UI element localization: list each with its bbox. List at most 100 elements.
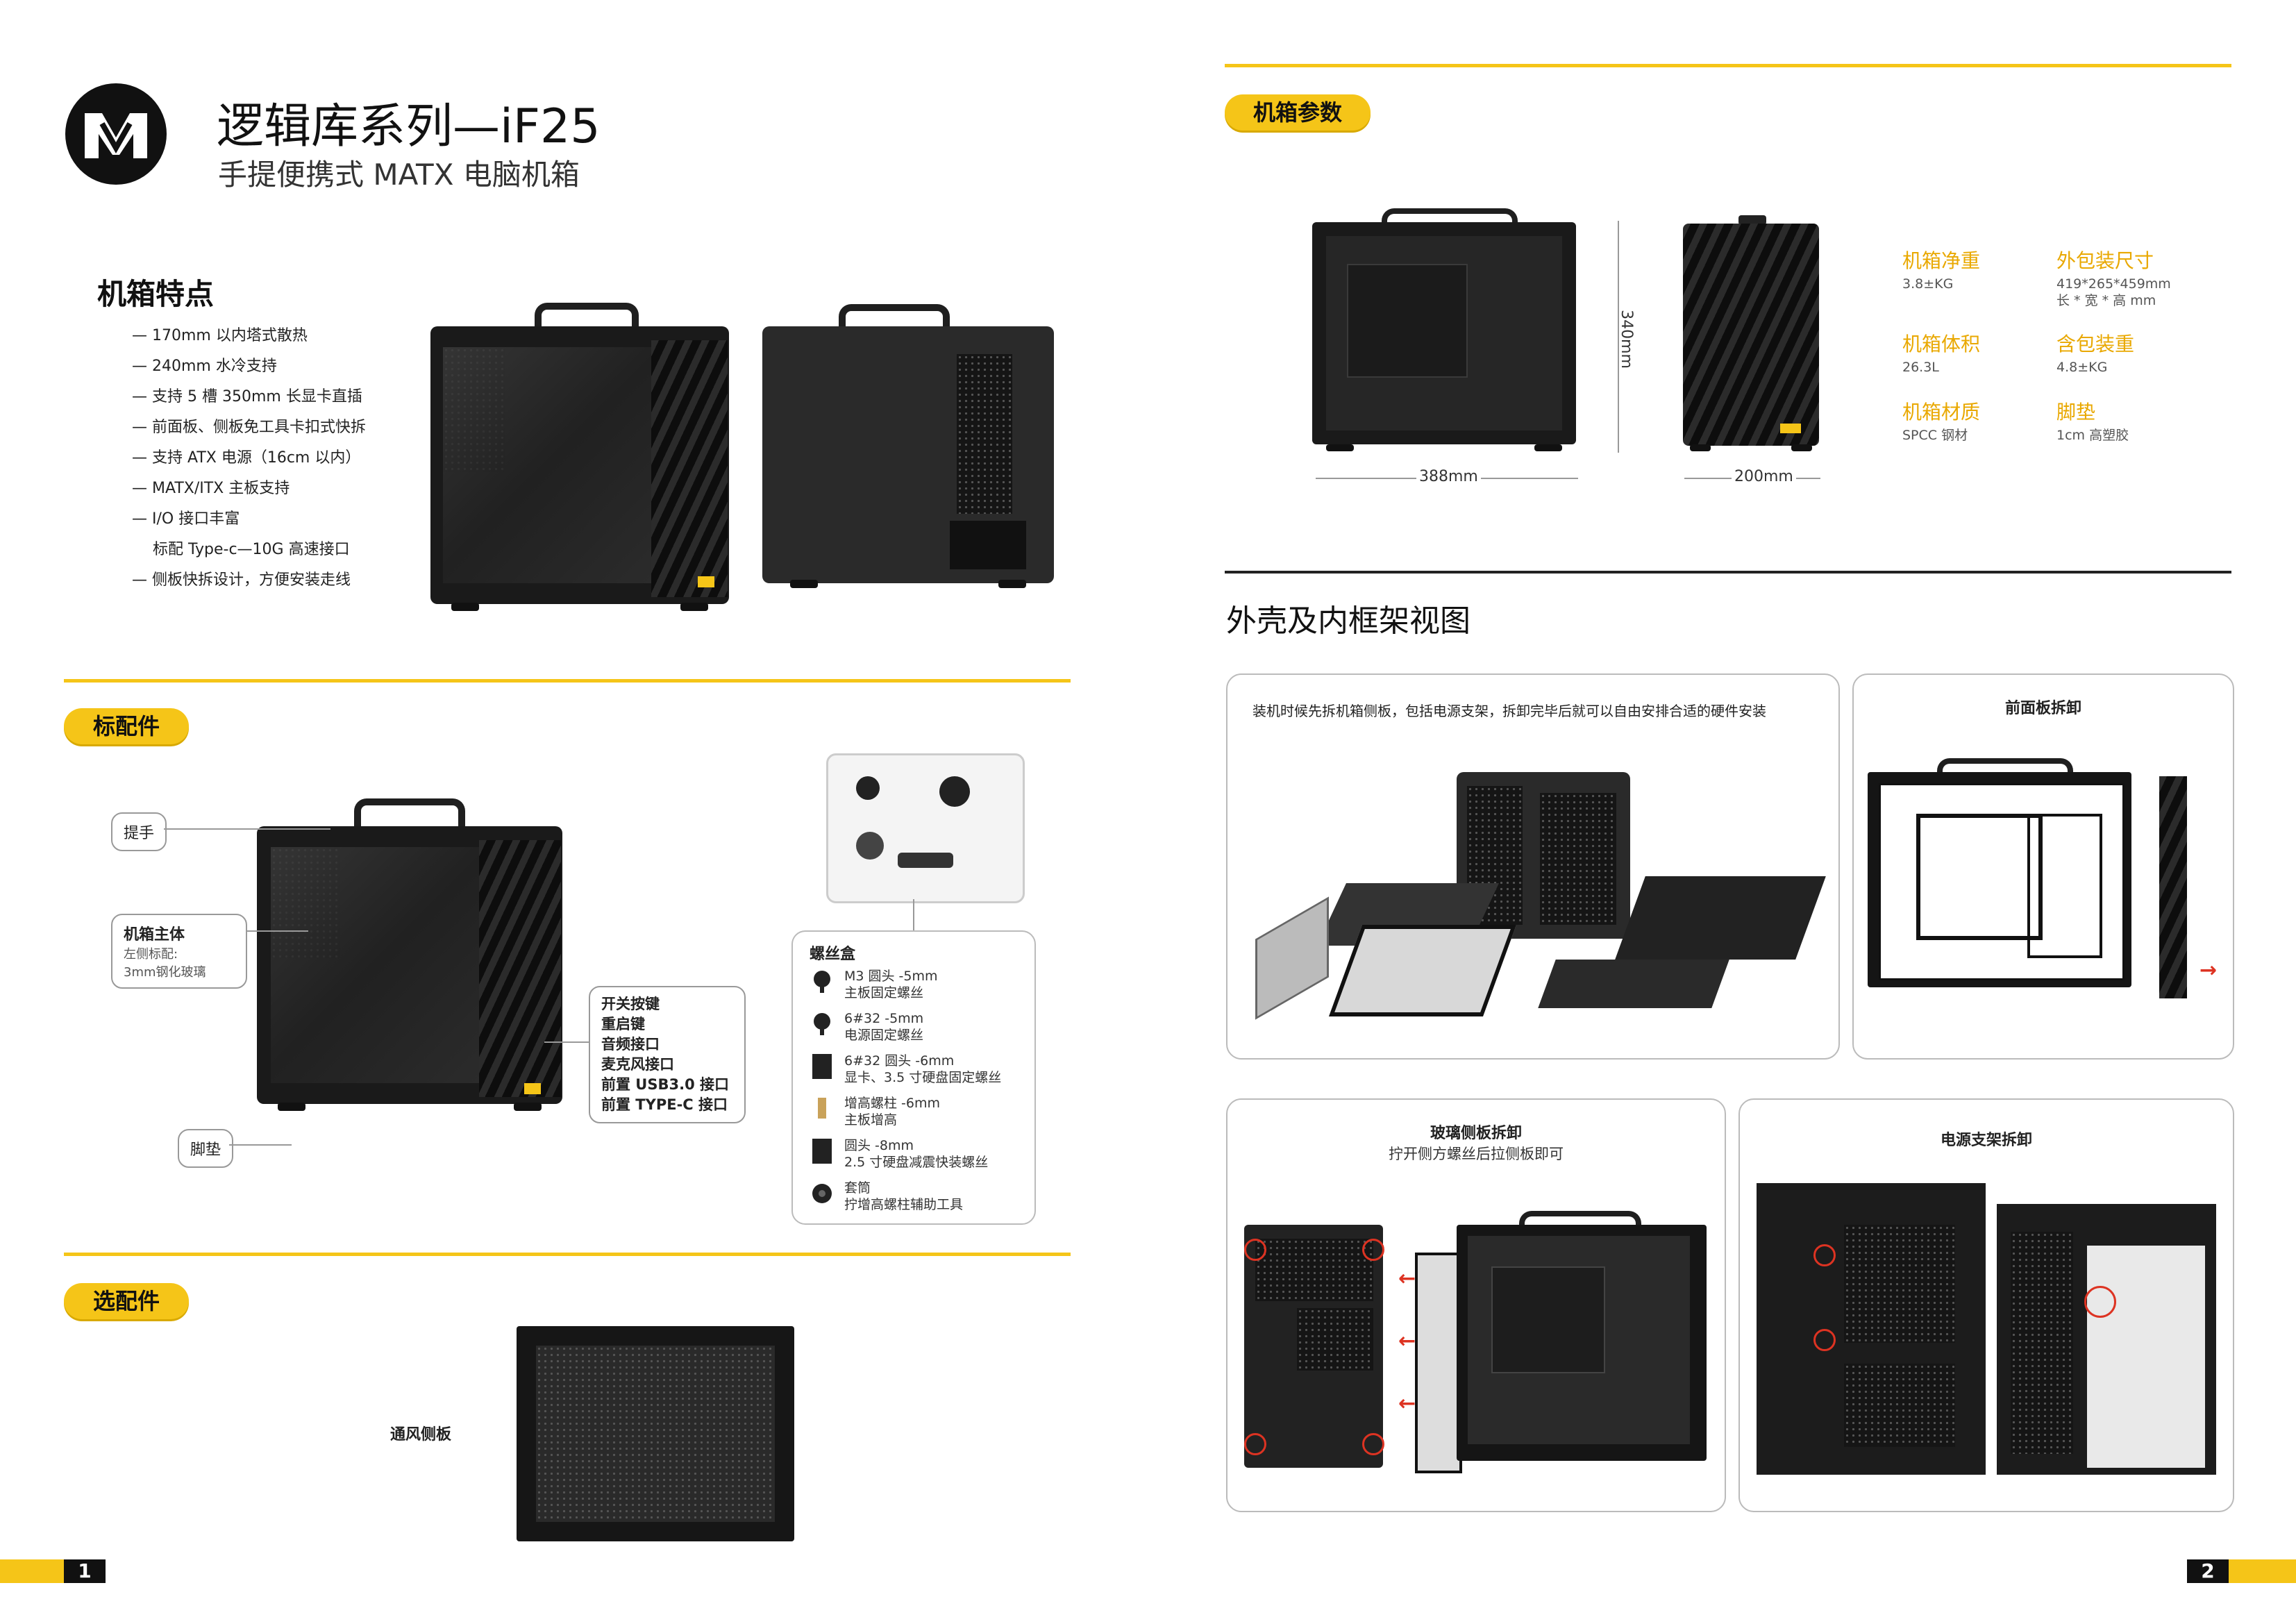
params-pill: 机箱参数 xyxy=(1225,94,1371,131)
optional-pill: 选配件 xyxy=(64,1283,189,1319)
leader-line xyxy=(544,1041,589,1043)
leader-line xyxy=(246,930,308,932)
panel-exploded-caption: 装机时候先拆机箱侧板，包括电源支架，拆卸完毕后就可以自由安排合适的硬件安装 xyxy=(1252,703,1766,719)
spec-value: 419*265*459mm xyxy=(2056,276,2171,292)
screw-spec: M3 圆头 -5mm xyxy=(844,969,938,984)
brand-title: 逻辑库系列—iF25 xyxy=(217,99,601,154)
section-rule xyxy=(64,679,1071,683)
spec-label: 含包装重 xyxy=(2056,333,2135,355)
feature-item: — 支持 5 槽 350mm 长显卡直插 xyxy=(132,388,362,405)
spec-value: 3.8±KG xyxy=(1902,276,1954,292)
dim-length: 388mm xyxy=(1416,468,1481,485)
screw-item: 6#32 -5mm 电源固定螺丝 xyxy=(808,1010,923,1044)
screw-marker xyxy=(2084,1286,2116,1318)
arrow-left-icon: ← xyxy=(1398,1266,1416,1291)
case-photo-rear xyxy=(762,299,1068,597)
feature-item: — 支持 ATX 电源（16cm 以内） xyxy=(132,449,361,467)
io-item: 前置 USB3.0 接口 xyxy=(601,1076,730,1093)
callout-feet: 脚垫 xyxy=(178,1129,234,1168)
page-footer-left xyxy=(0,1559,64,1583)
screw-marker xyxy=(1362,1433,1384,1455)
section-rule xyxy=(64,1253,1071,1256)
io-item: 麦克风接口 xyxy=(601,1056,674,1073)
callout-body-note2: 3mm钢化玻璃 xyxy=(124,965,206,980)
callout-handle-label: 提手 xyxy=(124,825,155,842)
arrow-left-icon: ← xyxy=(1398,1391,1416,1416)
spec-label: 机箱材质 xyxy=(1902,401,1981,424)
screw-use: 主板增高 xyxy=(844,1112,898,1128)
io-item: 开关按键 xyxy=(601,996,660,1012)
screw-box-photo xyxy=(826,753,1025,903)
panel-exploded: 装机时候先拆机箱侧板，包括电源支架，拆卸完毕后就可以自由安排合适的硬件安装 xyxy=(1226,673,1840,1060)
screw-icon xyxy=(808,1010,836,1038)
screw-marker xyxy=(1244,1239,1266,1261)
panel-glass-title: 玻璃侧板拆卸 xyxy=(1430,1125,1522,1142)
standoff-icon xyxy=(808,1095,836,1123)
feature-item: — 170mm 以内塔式散热 xyxy=(132,327,308,344)
feature-item: — 240mm 水冷支持 xyxy=(132,358,277,375)
screw-spec: 6#32 -5mm xyxy=(844,1011,924,1026)
feature-item: — 侧板快拆设计，方便安装走线 xyxy=(132,571,351,589)
io-item: 音频接口 xyxy=(601,1036,660,1053)
brand-logo xyxy=(64,82,168,186)
io-item: 重启键 xyxy=(601,1016,645,1032)
socket-icon xyxy=(808,1180,836,1207)
page-number-left: 1 xyxy=(64,1559,106,1583)
panel-front-removal: 前面板拆卸 → xyxy=(1852,673,2234,1060)
spec-label: 机箱体积 xyxy=(1902,333,1981,355)
spec-value: 26.3L xyxy=(1902,360,1939,375)
screw-box-title: 螺丝盒 xyxy=(810,946,856,963)
page-footer-right xyxy=(2229,1559,2296,1583)
arrow-right-icon: → xyxy=(2199,958,2218,982)
screw-icon xyxy=(808,968,836,996)
screw-use: 电源固定螺丝 xyxy=(844,1028,924,1043)
leader-line xyxy=(164,828,330,830)
dim-width: 200mm xyxy=(1732,468,1796,485)
panel-psu-removal: 电源支架拆卸 xyxy=(1738,1098,2234,1512)
screw-use: 2.5 寸硬盘减震快装螺丝 xyxy=(844,1155,989,1170)
standard-pill: 标配件 xyxy=(64,708,189,744)
screw-spec: 6#32 圆头 -6mm xyxy=(844,1053,955,1069)
case-photo-standard xyxy=(250,792,569,1125)
views-heading: 外壳及内框架视图 xyxy=(1226,603,1470,639)
features-heading: 机箱特点 xyxy=(97,277,215,311)
page-number-right: 2 xyxy=(2187,1559,2229,1583)
vent-panel-label: 通风侧板 xyxy=(390,1426,452,1443)
feature-item: 标配 Type-c—10G 高速接口 xyxy=(153,541,350,558)
vent-panel-photo xyxy=(517,1326,794,1541)
screw-spec: 套筒 xyxy=(844,1180,871,1196)
spec-label: 机箱净重 xyxy=(1902,249,1981,272)
case-front-view xyxy=(1683,215,1819,458)
screw-item: 套筒拧增高螺柱辅助工具 xyxy=(808,1180,963,1213)
screw-marker xyxy=(1813,1329,1836,1351)
callout-feet-label: 脚垫 xyxy=(190,1141,221,1159)
callout-io: 开关按键 重启键 音频接口 麦克风接口 前置 USB3.0 接口 前置 TYPE… xyxy=(589,986,746,1123)
panel-front-removal-title: 前面板拆卸 xyxy=(2004,700,2081,717)
panel-glass-sub: 拧开侧方螺丝后拉侧板即可 xyxy=(1389,1146,1564,1162)
dim-height: 340mm xyxy=(1617,310,1635,369)
screw-marker xyxy=(1813,1244,1836,1266)
feature-item: — I/O 接口丰富 xyxy=(132,510,240,528)
callout-body: 机箱主体 左侧标配: 3mm钢化玻璃 xyxy=(111,914,247,989)
screw-spec: 增高螺柱 -6mm xyxy=(844,1096,941,1111)
leader-line xyxy=(913,899,914,930)
screw-spec: 圆头 -8mm xyxy=(844,1138,914,1153)
spec-value-note: 长 * 宽 * 高 mm xyxy=(2056,293,2156,308)
feature-item: — 前面板、侧板免工具卡扣式快拆 xyxy=(132,419,366,436)
screw-marker xyxy=(1362,1239,1384,1261)
feature-item: — MATX/ITX 主板支持 xyxy=(132,480,290,497)
io-item: 前置 TYPE-C 接口 xyxy=(601,1096,728,1113)
screw-use: 显卡、3.5 寸硬盘固定螺丝 xyxy=(844,1070,1002,1085)
screw-icon xyxy=(808,1053,836,1080)
screw-item: 圆头 -8mm 2.5 寸硬盘减震快装螺丝 xyxy=(808,1137,988,1171)
brand-subtitle: 手提便携式 MATX 电脑机箱 xyxy=(218,158,580,192)
spec-value: 1cm 高塑胶 xyxy=(2056,428,2129,443)
callout-body-note1: 左侧标配: xyxy=(124,947,178,962)
spec-label: 脚垫 xyxy=(2056,401,2096,424)
case-side-view xyxy=(1312,208,1583,458)
leader-line xyxy=(229,1144,292,1146)
